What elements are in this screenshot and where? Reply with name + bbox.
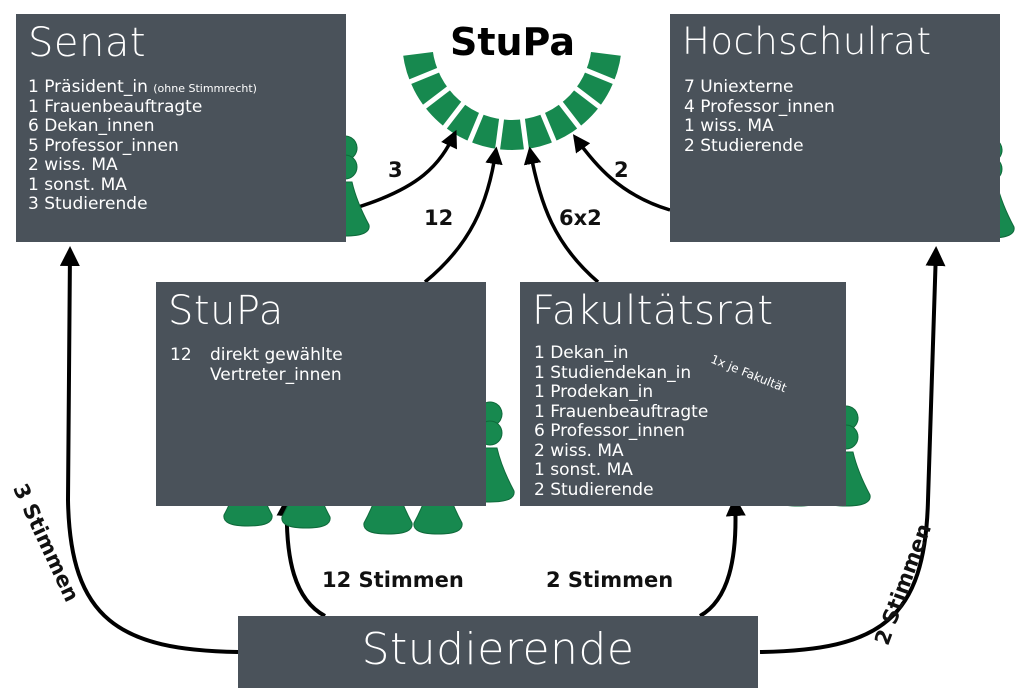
label-senat-to-stupa: 3 — [388, 158, 403, 182]
arrow-stupa-to-top — [423, 146, 503, 284]
senat-member: 1 Präsident_in (ohne Stimmrecht) — [28, 77, 257, 97]
label-hochschulrat-to-top: 2 — [614, 158, 629, 182]
arc-divider — [556, 98, 584, 132]
senat-title: Senat — [28, 20, 147, 66]
arrow-fakultaet-to-top — [523, 146, 600, 284]
hochschulrat-member: 2 Studierende — [684, 135, 804, 156]
senat-member: 1 sonst. MA — [28, 174, 127, 195]
fakultaetsrat-member: 1 Dekan_in — [534, 343, 629, 363]
label-studierende-to-fakultaet: 2 Stimmen — [546, 568, 674, 592]
fakultaetsrat-title: Fakultätsrat — [532, 288, 774, 334]
fakultaetsrat-members: 1 Dekan_in 1 Studiendekan_in 1 Prodekan_… — [534, 343, 709, 500]
hochschulrat-member: 1 wiss. MA — [684, 116, 774, 136]
arc-divider — [440, 98, 468, 132]
arc-divider — [419, 84, 454, 112]
senat-members: 1 Präsident_in (ohne Stimmrecht) 1 Fraue… — [28, 77, 257, 215]
hochschulrat-title: Hochschulrat — [682, 20, 932, 63]
arc-divider — [538, 109, 559, 147]
fakultaetsrat-member: 2 Studierende — [534, 479, 654, 500]
studierende-box: Studierende — [238, 616, 758, 688]
arc-divider — [465, 109, 486, 147]
fakultaetsrat-member: 1 Frauenbeauftragte — [534, 401, 709, 422]
senat-member: 6 Dekan_innen — [28, 116, 155, 136]
stupa-box-line: direkt gewählte — [210, 345, 343, 365]
senat-member: 5 Professor_innen — [28, 135, 179, 156]
studierende-title: Studierende — [361, 624, 635, 675]
arc-divider — [405, 66, 443, 86]
arc-divider — [570, 84, 605, 112]
fakultaetsrat-member: 1 Studiendekan_in — [534, 362, 692, 383]
stupa-box-description: direkt gewählte Vertreter_innen — [210, 345, 343, 385]
label-stupa-to-top: 12 — [424, 206, 454, 230]
stupa-arc-dividers — [405, 66, 619, 154]
arrow-studierende-to-hochschulrat — [759, 246, 946, 654]
stupa-box: StuPa 12 direkt gewählte Vertreter_innen — [156, 282, 486, 506]
hochschulrat-member: 4 Professor_innen — [684, 96, 835, 117]
senat-member: 1 Frauenbeauftragte — [28, 96, 203, 117]
label-fakultaet-to-top: 6x2 — [559, 206, 602, 230]
hochschulrat-box: Hochschulrat 7 Uniexterne 4 Professor_in… — [670, 14, 1000, 242]
fakultaetsrat-box: Fakultätsrat 1 Dekan_in 1 Studiendekan_i… — [520, 282, 846, 506]
arrow-hochschulrat-to-top — [572, 134, 671, 212]
top-stupa-title: StuPa — [449, 20, 576, 64]
arrow-senat-to-stupa — [354, 129, 457, 210]
stupa-box-count: 12 — [170, 345, 192, 365]
fakultaetsrat-member: 1 sonst. MA — [534, 460, 633, 480]
fakultaetsrat-note: 1x je Fakultät — [708, 352, 789, 396]
fakultaetsrat-member: 6 Professor_innen — [534, 421, 685, 441]
stupa-box-line: Vertreter_innen — [210, 364, 342, 385]
arc-divider — [581, 66, 619, 86]
label-studierende-to-stupa: 12 Stimmen — [322, 568, 464, 592]
arrow-studierende-to-senat — [59, 246, 239, 654]
senat-box: Senat 1 Präsident_in (ohne Stimmrecht) 1… — [16, 14, 346, 242]
fakultaetsrat-member: 2 wiss. MA — [534, 440, 624, 461]
fakultaetsrat-member: 1 Prodekan_in — [534, 382, 654, 402]
stupa-box-title: StuPa — [168, 288, 284, 334]
senat-member: 2 wiss. MA — [28, 155, 118, 175]
hochschulrat-members: 7 Uniexterne 4 Professor_innen 1 wiss. M… — [684, 77, 835, 156]
hochschulrat-member: 7 Uniexterne — [684, 77, 794, 97]
stupa-arc — [398, 47, 626, 154]
senat-member: 3 Studierende — [28, 194, 148, 214]
arrow-studierende-to-fakultaet — [698, 496, 746, 618]
